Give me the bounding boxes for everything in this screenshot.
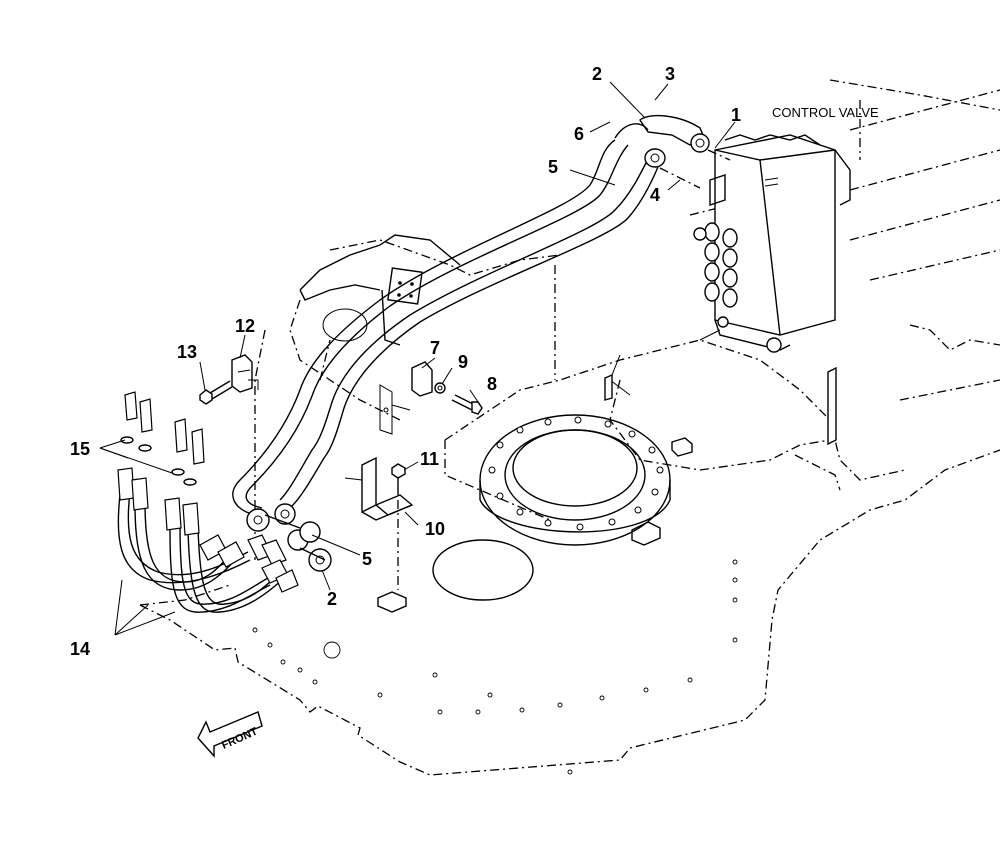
washer-9 xyxy=(434,382,446,394)
bolt-11 xyxy=(391,463,406,590)
callout-10: 10 xyxy=(425,519,445,539)
pipe-end-fittings xyxy=(246,503,332,572)
callout-5-bottom: 5 xyxy=(362,549,372,569)
callout-15: 15 xyxy=(70,439,90,459)
callout-12: 12 xyxy=(235,316,255,336)
control-valve xyxy=(659,134,851,353)
front-arrow: FRONT xyxy=(197,711,263,758)
callout-4: 4 xyxy=(650,185,660,205)
pipe-assembly xyxy=(232,114,710,516)
callout-9: 9 xyxy=(458,352,468,372)
callout-11: 11 xyxy=(420,449,439,469)
hose-assembly xyxy=(117,467,299,613)
callout-2-top: 2 xyxy=(592,64,602,84)
leader-lines xyxy=(99,81,736,636)
plugs-and-orings xyxy=(120,391,205,486)
callout-2-bottom: 2 xyxy=(327,589,337,609)
callout-6: 6 xyxy=(574,124,584,144)
swing-bearing xyxy=(432,414,671,601)
callout-1: 1 xyxy=(731,105,741,125)
base-plate xyxy=(139,79,1000,776)
callout-13: 13 xyxy=(177,342,197,362)
callout-5-top: 5 xyxy=(548,157,558,177)
plate-holes xyxy=(252,559,738,775)
clamp-7 xyxy=(379,361,433,435)
bolt-13 xyxy=(199,380,233,405)
callout-3: 3 xyxy=(665,64,675,84)
bolt-8 xyxy=(451,394,483,415)
control-valve-label: CONTROL VALVE xyxy=(772,105,879,120)
callout-7: 7 xyxy=(430,338,440,358)
clamp-block xyxy=(377,366,837,613)
callout-8: 8 xyxy=(487,374,497,394)
boom-foot-bracket xyxy=(299,234,461,381)
bracket-10 xyxy=(344,456,414,521)
clamp-12 xyxy=(231,354,259,393)
callout-14: 14 xyxy=(70,639,90,659)
